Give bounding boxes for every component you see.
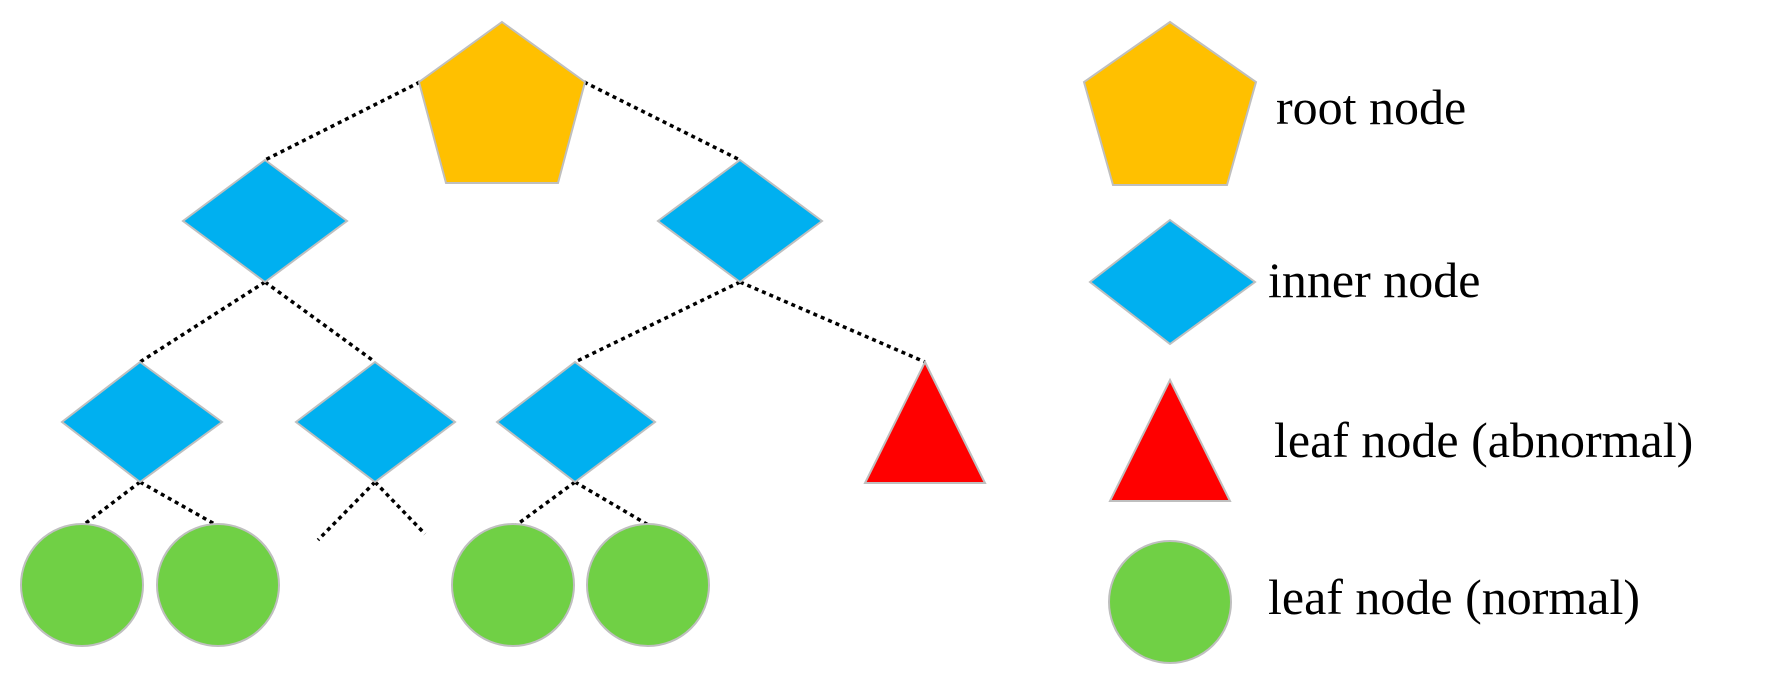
edge-inner-1-inner-4 [263, 280, 377, 364]
legend: root node inner node leaf node (abnormal… [1082, 20, 1693, 664]
edge-inner-2-inner-5 [574, 280, 741, 364]
leaf-node-abnormal [863, 359, 987, 484]
tree-edges [80, 80, 926, 542]
root-node [417, 20, 587, 184]
edge-inner-5-leaf-normal-3 [513, 480, 577, 528]
leaf-node-normal-1 [20, 523, 144, 647]
edge-inner-4-stub-right [373, 480, 427, 536]
tree-nodes [20, 20, 987, 647]
legend-inner-label: inner node [1268, 252, 1480, 308]
legend-item-leaf-normal: leaf node (normal) [1108, 540, 1640, 664]
edge-inner-4-stub-left [316, 480, 377, 542]
leaf-node-normal-2 [156, 523, 280, 647]
leaf-node-normal-3 [451, 523, 575, 647]
legend-item-inner: inner node [1088, 218, 1480, 346]
legend-leaf-normal-symbol [1108, 540, 1232, 664]
legend-item-leaf-abnormal: leaf node (abnormal) [1108, 377, 1693, 502]
legend-leaf-normal-label: leaf node (normal) [1268, 569, 1640, 625]
leaf-node-normal-4 [586, 523, 710, 647]
edge-inner-3-leaf-normal-2 [139, 480, 219, 528]
inner-node-2 [656, 158, 824, 284]
inner-node-1 [181, 158, 349, 284]
edge-inner-3-leaf-normal-1 [80, 480, 142, 528]
edge-inner-1-inner-3 [139, 280, 266, 364]
legend-item-root: root node [1082, 20, 1466, 186]
legend-inner-symbol [1088, 218, 1257, 346]
inner-node-3 [60, 360, 224, 484]
legend-leaf-abnormal-symbol [1108, 377, 1232, 502]
legend-leaf-abnormal-label: leaf node (abnormal) [1274, 412, 1693, 468]
edge-root-inner-2 [583, 80, 741, 162]
edge-inner-5-leaf-normal-4 [574, 480, 651, 528]
edge-inner-2-leaf-abnormal-1 [739, 280, 926, 364]
legend-root-label: root node [1276, 79, 1466, 135]
legend-root-symbol [1082, 20, 1258, 186]
inner-node-5 [495, 360, 657, 484]
inner-node-4 [294, 360, 457, 484]
edge-root-inner-1 [264, 80, 421, 162]
